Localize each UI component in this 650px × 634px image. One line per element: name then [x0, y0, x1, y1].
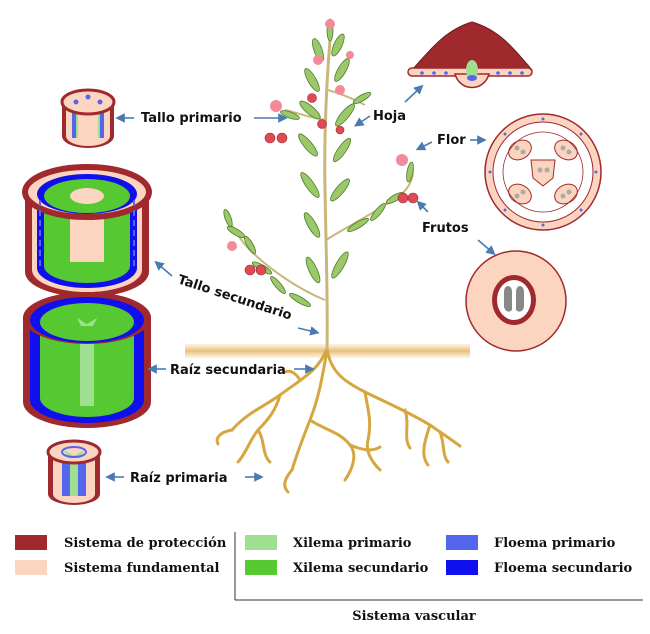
label-frutos: Frutos [422, 221, 469, 236]
fruit-cross-section [465, 250, 567, 352]
legend-swatch-floema-secundario [446, 560, 478, 575]
legend-fundamental: Sistema fundamental [64, 561, 220, 576]
legend-floema-secundario: Floema secundario [494, 561, 633, 576]
label-hoja: Hoja [373, 109, 406, 124]
legend-swatch-proteccion [15, 535, 47, 550]
label-flor: Flor [437, 133, 466, 148]
secondary-root-cylinder [23, 292, 151, 428]
label-tallo-primario: Tallo primario [141, 111, 242, 126]
label-raiz-secundaria: Raíz secundaria [170, 363, 286, 378]
secondary-stem-cylinder [22, 164, 152, 297]
legend-xilema-primario: Xilema primario [293, 536, 412, 551]
legend: Sistema de protección Sistema fundamenta… [15, 532, 643, 624]
primary-stem-cylinder [60, 88, 116, 148]
legend-xilema-secundario: Xilema secundario [293, 561, 429, 576]
flower-cross-section [484, 113, 602, 231]
leaf-cross-section [407, 21, 534, 89]
root-system [215, 346, 462, 494]
legend-vascular-title: Sistema vascular [352, 609, 476, 624]
plant-shoot [223, 18, 419, 351]
legend-floema-primario: Floema primario [494, 536, 616, 551]
label-raiz-primaria: Raíz primaria [130, 471, 227, 486]
legend-swatch-floema-primario [446, 535, 478, 550]
legend-swatch-xilema-primario [245, 535, 277, 550]
legend-swatch-xilema-secundario [245, 560, 277, 575]
pointer-arrows [105, 84, 496, 482]
primary-root-cylinder [46, 439, 102, 505]
legend-swatch-fundamental [15, 560, 47, 575]
legend-proteccion: Sistema de protección [64, 536, 227, 551]
